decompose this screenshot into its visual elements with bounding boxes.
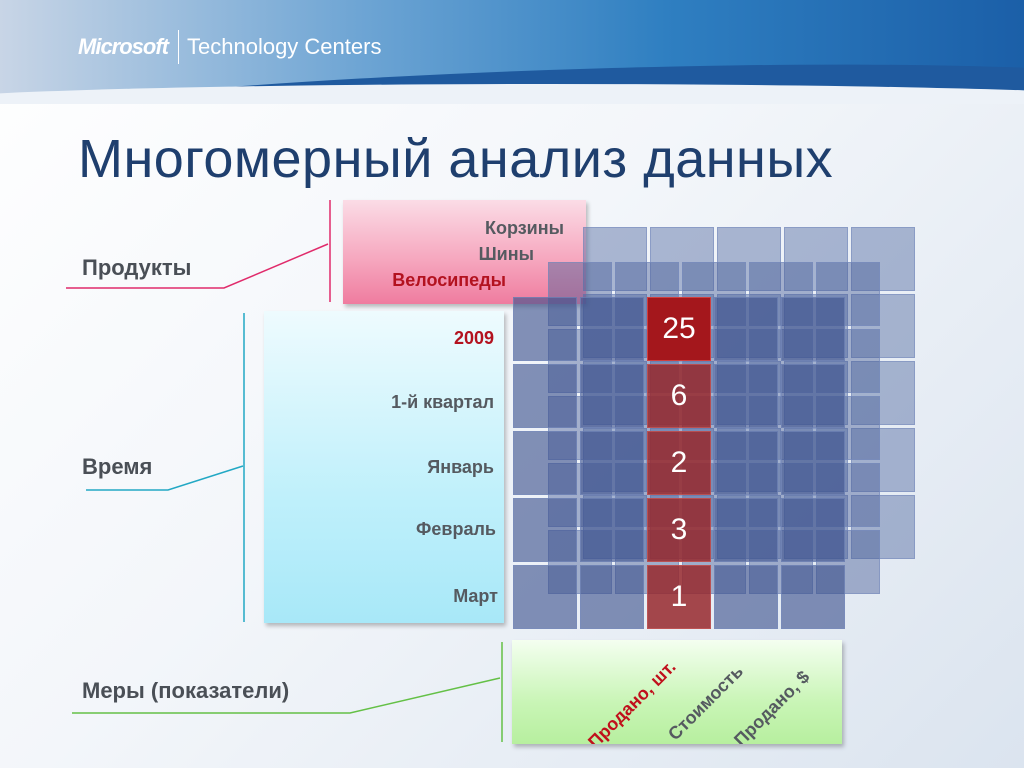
page-title: Многомерный анализ данных [78,129,834,189]
cube-value: 3 [670,513,688,546]
cube-cell [513,431,577,495]
cube-cell [851,294,915,358]
cube-cell [513,498,577,562]
time-item[interactable]: 1-й квартал [391,392,494,412]
measures-panel: Продано, шт. Стоимость Продано, $ [512,640,842,744]
cube-cell [647,364,711,428]
cube-cell [714,565,778,629]
logo-separator [178,30,179,64]
time-panel: 2009 1-й квартал Январь Февраль Март [264,311,504,623]
time-item-selected[interactable]: 2009 [453,328,494,348]
cube-cell [781,364,845,428]
cube-cell [781,498,845,562]
logo-brand: Microsoft [78,34,169,59]
cube-cell [647,431,711,495]
header-wave-light [0,84,1024,104]
cube-cell [513,297,577,361]
cube-cell [851,361,915,425]
logo-suffix: Technology Centers [187,34,382,59]
cube-cell [851,227,915,291]
header-band: Microsoft Technology Centers [0,0,1024,104]
cube-cell [647,498,711,562]
product-item[interactable]: Шины [478,244,534,264]
time-item[interactable]: Февраль [416,519,496,539]
time-item[interactable]: Январь [427,457,494,477]
cube-cell [714,297,778,361]
label-time: Время [82,454,153,479]
label-measures: Меры (показатели) [82,678,290,703]
cube-cell [647,565,711,629]
cube-cell [580,431,644,495]
cube-value: 25 [662,312,696,345]
cube-cell [714,364,778,428]
label-products: Продукты [82,255,192,280]
cube-cell [513,565,577,629]
products-panel: Корзины Шины Велосипеды [343,200,586,304]
cube-cell [851,428,915,492]
time-item[interactable]: Март [453,586,498,606]
cube-cell [816,262,880,326]
cube-cell [851,495,915,559]
cube-cell [714,498,778,562]
cube-cell [781,297,845,361]
product-item-selected[interactable]: Велосипеды [392,270,506,290]
cube-value: 6 [670,379,688,412]
cube-cell [580,565,644,629]
cube-value: 2 [670,446,688,479]
microsoft-logo: Microsoft Technology Centers [78,30,381,64]
cube-cell-highlight [647,297,711,361]
cube-cell [714,431,778,495]
product-item[interactable]: Корзины [485,218,564,238]
cube-value: 1 [670,580,688,613]
cube-cell [580,297,644,361]
cube-cell [513,364,577,428]
cube-cell [781,565,845,629]
cube-cell [580,498,644,562]
cube-cell [580,364,644,428]
cube-cell [781,431,845,495]
